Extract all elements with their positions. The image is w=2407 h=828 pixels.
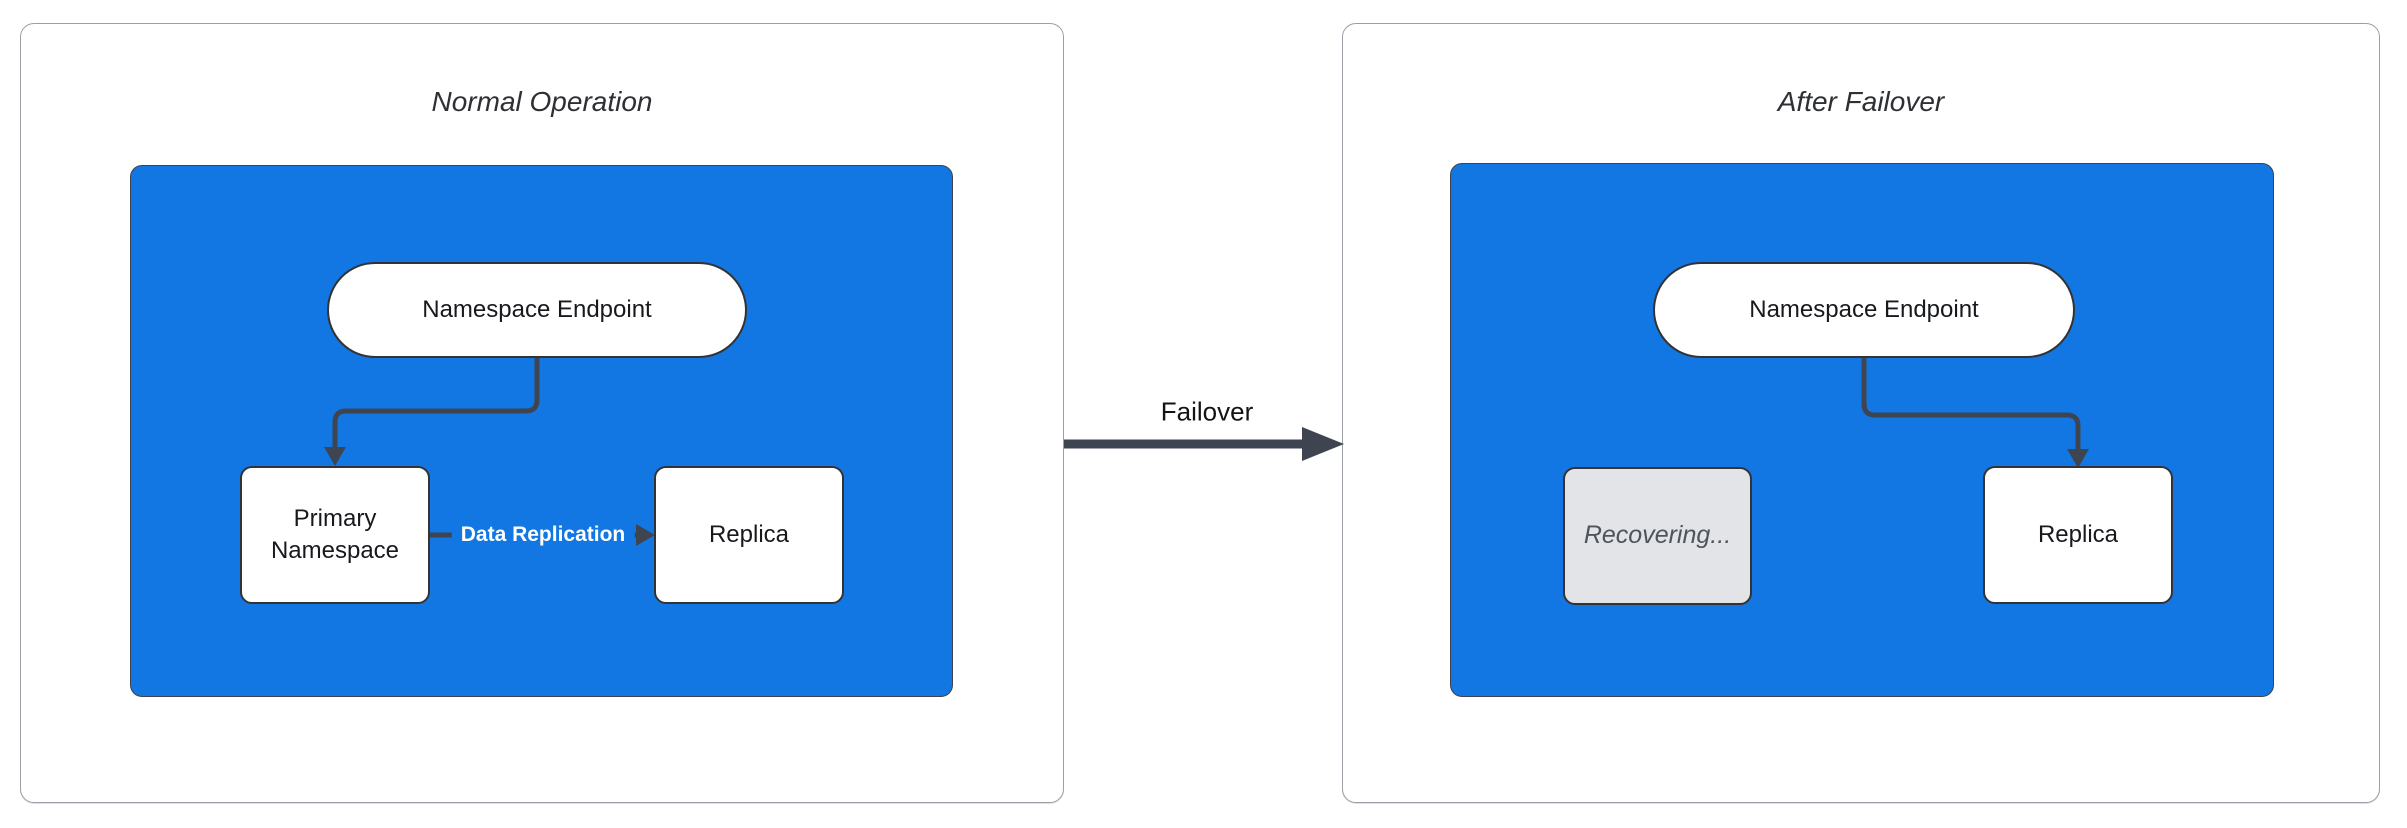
arrowhead-endpoint-to-replica (2067, 449, 2089, 468)
failover-arrow-label: Failover (1154, 396, 1260, 428)
node-recovering: Recovering... (1563, 467, 1752, 605)
node-label: Namespace Endpoint (422, 295, 652, 323)
node-label: Replica (2037, 520, 2119, 548)
panel-title-normal-operation: Normal Operation (431, 86, 653, 117)
node-label: Recovering... (1583, 521, 1732, 550)
edge-endpoint-to-primary (332, 358, 540, 448)
node-label: Namespace Endpoint (1749, 295, 1979, 323)
node-primary-namespace: Primary Namespace (240, 466, 430, 604)
arrowhead-primary-to-replica (636, 524, 655, 546)
cluster-after-failover (1450, 163, 2274, 697)
arrowhead-failover-transition (1302, 427, 1344, 461)
arrowhead-endpoint-to-primary (324, 447, 346, 466)
node-replica-normal: Replica (654, 466, 844, 604)
node-replica-failover: Replica (1983, 466, 2173, 604)
node-label: Primary Namespace (270, 504, 400, 564)
panel-title-after-failover: After Failover (1777, 86, 1945, 117)
cluster-normal-operation (130, 165, 953, 697)
node-namespace-endpoint-normal: Namespace Endpoint (327, 262, 747, 358)
edge-endpoint-to-replica (1861, 358, 2081, 450)
node-namespace-endpoint-failover: Namespace Endpoint (1653, 262, 2075, 358)
edge-label-data-replication: Data Replication (451, 520, 635, 550)
node-label: Replica (708, 520, 790, 548)
